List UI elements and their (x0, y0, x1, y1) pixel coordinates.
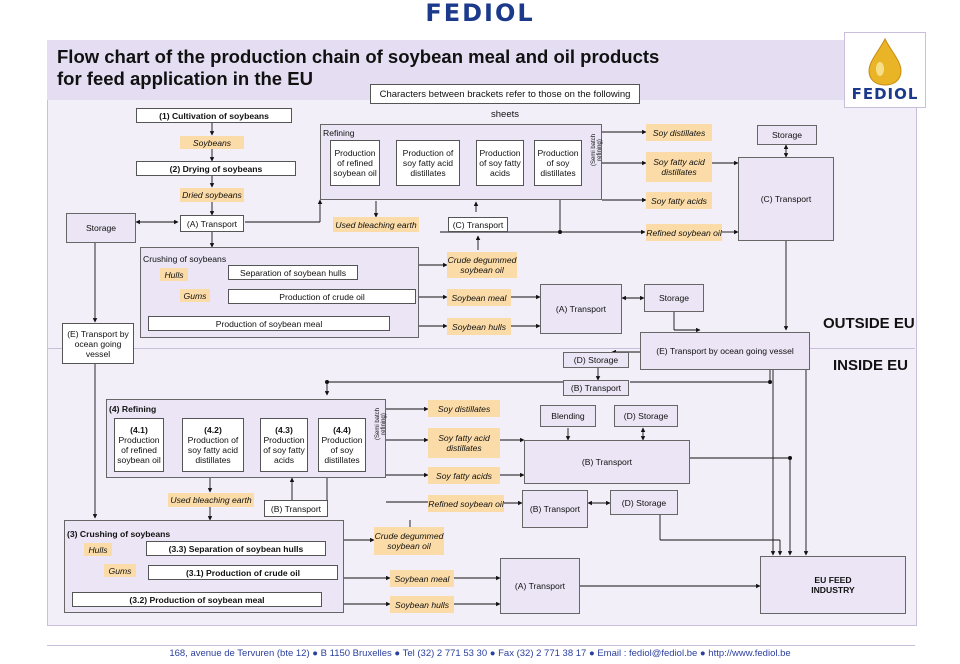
inside-hulls: Hulls (84, 543, 112, 556)
transport-c-right: (C) Transport (738, 157, 834, 241)
outside-inside-divider (47, 348, 915, 349)
inside-gums: Gums (104, 564, 136, 577)
refining-label: Refining (323, 128, 355, 138)
transport-e-left: (E) Transport by ocean going vessel (62, 323, 134, 364)
transport-a-inside: (A) Transport (500, 558, 580, 614)
storage-d1: (D) Storage (563, 352, 629, 368)
logo-wordmark: FEDIOL (851, 85, 919, 103)
refining-4-4: (4.4)Production of soy distillates (318, 418, 366, 472)
oil-drop-icon (868, 37, 902, 86)
crushing-label: Crushing of soybeans (143, 254, 227, 264)
output-soy-distillates: Soy distillates (646, 124, 712, 141)
output-used-bleaching-earth: Used bleaching earth (333, 217, 419, 232)
brand-header: FEDIOL (425, 0, 535, 27)
separation-hulls-box: Separation of soybean hulls (228, 265, 358, 280)
transport-b4: (B) Transport (522, 490, 588, 528)
blending-box: Blending (540, 405, 596, 427)
transport-b3: (B) Transport (264, 500, 328, 517)
refining-fatty-acid-distillates: Production of soy fatty acid distillates (396, 140, 460, 186)
inside-soy-fatty-acids: Soy fatty acids (428, 467, 500, 484)
inside-refined-soybean-oil: Refined soybean oil (428, 495, 504, 512)
storage-d2: (D) Storage (614, 405, 678, 427)
zone-inside-eu: INSIDE EU (833, 357, 909, 374)
inside-soybean-meal: Soybean meal (390, 570, 454, 587)
transport-a-left: (A) Transport (180, 215, 244, 232)
cultivation-box: (1) Cultivation of soybeans (136, 108, 292, 123)
storage-d3: (D) Storage (610, 490, 678, 515)
inside-soy-fatty-acid-distillates: Soy fatty acid distillates (428, 428, 500, 458)
refining-4-2: (4.2)Production of soy fatty acid distil… (182, 418, 244, 472)
output-refined-soybean-oil: Refined soybean oil (646, 224, 722, 241)
transport-b1: (B) Transport (563, 380, 629, 396)
drying-box: (2) Drying of soybeans (136, 161, 296, 176)
semi-batch-label: (Semi batch refining) (591, 134, 603, 167)
inside-soybean-hulls: Soybean hulls (390, 596, 454, 613)
output-soybeans: Soybeans (180, 136, 244, 149)
refining-refined-soybean-oil: Production of refined soybean oil (330, 140, 380, 186)
storage-right: Storage (757, 125, 817, 145)
output-soy-fatty-acid-distillates: Soy fatty acid distillates (646, 152, 712, 182)
output-soybean-hulls: Soybean hulls (447, 318, 511, 335)
output-crude-degummed-oil: Crude degummed soybean oil (447, 252, 517, 278)
crushing-inside-label: (3) Crushing of soybeans (67, 529, 171, 539)
refining-fatty-acids: Production of soy fatty acids (476, 140, 524, 186)
semi-batch-inside-label: (Semi batch refining) (375, 408, 387, 441)
inside-separation-hulls: (3.3) Separation of soybean hulls (146, 541, 326, 556)
fediol-logo: FEDIOL (844, 32, 926, 108)
footer-divider (47, 645, 915, 646)
output-soy-fatty-acids: Soy fatty acids (646, 192, 712, 209)
inside-soybean-meal-production: (3.2) Production of soybean meal (72, 592, 322, 607)
transport-c-mid: (C) Transport (448, 217, 508, 232)
output-hulls: Hulls (160, 268, 188, 281)
transport-a-mid: (A) Transport (540, 284, 622, 334)
inside-soy-distillates: Soy distillates (428, 400, 500, 417)
storage-mid: Storage (644, 284, 704, 312)
inside-crude-oil: (3.1) Production of crude oil (148, 565, 338, 580)
reference-note: Characters between brackets refer to tho… (370, 84, 640, 120)
crude-oil-box: Production of crude oil (228, 289, 416, 304)
inside-used-bleaching-earth: Used bleaching earth (168, 493, 254, 507)
storage-left: Storage (66, 213, 136, 243)
transport-e-right: (E) Transport by ocean going vessel (640, 332, 810, 370)
refining-4-1: (4.1)Production of refined soybean oil (114, 418, 164, 472)
refining-4-3: (4.3)Production of soy fatty acids (260, 418, 308, 472)
transport-b2: (B) Transport (524, 440, 690, 484)
refining-distillates: Production of soy distillates (534, 140, 582, 186)
page-title: Flow chart of the production chain of so… (57, 46, 660, 89)
refining-inside-label: (4) Refining (109, 404, 157, 414)
output-dried-soybeans: Dried soybeans (180, 188, 244, 202)
inside-crude-degummed-oil: Crude degummed soybean oil (374, 527, 444, 555)
output-gums: Gums (180, 289, 210, 302)
footer-contact: 168, avenue de Tervuren (bte 12) ● B 115… (169, 648, 791, 659)
zone-outside-eu: OUTSIDE EU (823, 315, 915, 332)
soybean-meal-production-box: Production of soybean meal (148, 316, 390, 331)
eu-feed-industry: EU FEED INDUSTRY (760, 556, 906, 614)
output-soybean-meal: Soybean meal (447, 289, 511, 306)
